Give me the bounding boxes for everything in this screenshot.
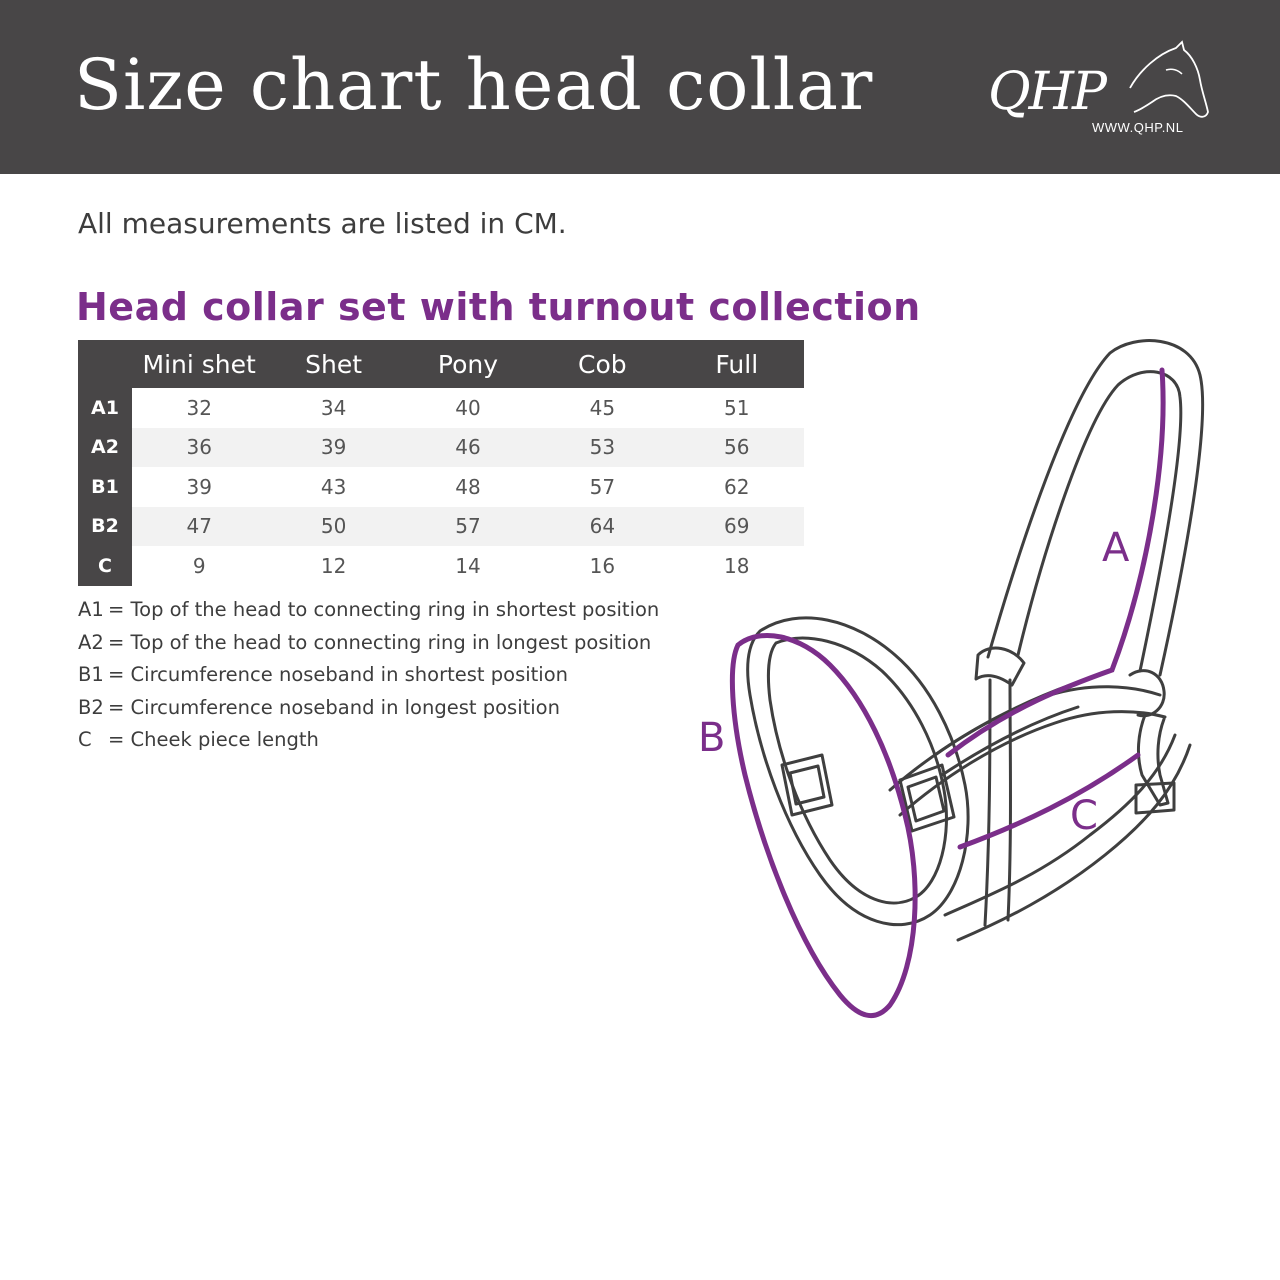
header-banner: Size chart head collar QHP WWW.QHP.NL (0, 0, 1280, 174)
table-cell: 16 (589, 553, 616, 578)
measurement-note: All measurements are listed in CM. (78, 207, 567, 240)
table-cell: 18 (724, 553, 750, 578)
table-row: B1 39 43 48 57 62 (78, 467, 804, 507)
row-label: C (78, 546, 132, 586)
table-cell: 64 (535, 506, 670, 546)
legend-item: A2= Top of the head to connecting ring i… (78, 627, 659, 660)
table-corner (78, 340, 132, 388)
legend-key: A1 (78, 598, 104, 621)
table-cell: 12 (320, 553, 347, 578)
legend-item: C = Cheek piece length (78, 724, 659, 757)
legend-text: = Top of the head to connecting ring in … (108, 598, 660, 621)
column-header: Cob (535, 340, 670, 388)
row-label: A1 (78, 388, 132, 428)
table-cell: 46 (400, 427, 536, 467)
table-cell: 40 (455, 395, 481, 420)
section-title: Head collar set with turnout collection (76, 285, 921, 329)
label-a: A (1102, 525, 1130, 571)
column-header: Full (669, 340, 804, 388)
table-cell: 36 (132, 427, 267, 467)
label-b: B (698, 715, 726, 761)
table-cell: 51 (724, 395, 750, 420)
legend-item: B1= Circumference noseband in shortest p… (78, 659, 659, 692)
horse-head-icon (1129, 40, 1209, 118)
row-label: A2 (78, 427, 132, 467)
page-title: Size chart head collar (74, 44, 874, 126)
measurement-legend: A1= Top of the head to connecting ring i… (78, 594, 659, 757)
label-c: C (1070, 793, 1098, 839)
legend-key: C (78, 728, 92, 751)
logo-url: WWW.QHP.NL (1092, 120, 1184, 135)
head-collar-illustration (729, 339, 1205, 1018)
table-cell: 57 (400, 506, 536, 546)
table-cell: 57 (589, 474, 616, 499)
table-cell: 48 (455, 474, 481, 499)
table-cell: 56 (669, 427, 804, 467)
table-cell: 43 (320, 474, 347, 499)
table-header-row: Mini shet Shet Pony Cob Full (78, 340, 804, 388)
column-header: Pony (400, 340, 536, 388)
table-cell: 69 (669, 506, 804, 546)
legend-text: = Circumference noseband in shortest pos… (108, 663, 568, 686)
table-row: A2 36 39 46 53 56 (78, 427, 804, 467)
legend-text: = Top of the head to connecting ring in … (108, 630, 652, 654)
table-row: C 9 12 14 16 18 (78, 546, 804, 586)
logo-wordmark: QHP (988, 62, 1107, 122)
table-row: B2 47 50 57 64 69 (78, 506, 804, 546)
legend-text: = Cheek piece length (108, 728, 319, 751)
row-label: B1 (78, 467, 132, 507)
column-header: Mini shet (132, 340, 267, 388)
legend-item: A1= Top of the head to connecting ring i… (78, 594, 659, 627)
table-cell: 50 (266, 506, 401, 546)
table-cell: 34 (320, 395, 347, 420)
legend-key: B1 (78, 663, 104, 686)
table-cell: 47 (132, 506, 267, 546)
legend-text: = Circumference noseband in longest posi… (108, 695, 560, 719)
size-table: Mini shet Shet Pony Cob Full A1 32 34 40… (78, 340, 804, 586)
row-label: B2 (78, 506, 132, 546)
legend-key: B2 (78, 695, 104, 719)
qhp-logo: QHP WWW.QHP.NL (980, 40, 1215, 142)
table-cell: 53 (535, 427, 670, 467)
table-cell: 9 (192, 553, 206, 578)
table-cell: 39 (186, 474, 212, 499)
column-header: Shet (266, 340, 401, 388)
head-collar-diagram: A B C (690, 335, 1230, 1035)
table-cell: 14 (455, 553, 481, 578)
table-cell: 45 (589, 395, 616, 420)
legend-key: A2 (78, 630, 104, 654)
table-cell: 62 (724, 474, 750, 499)
table-cell: 39 (266, 427, 401, 467)
table-row: A1 32 34 40 45 51 (78, 388, 804, 428)
legend-item: B2= Circumference noseband in longest po… (78, 692, 659, 725)
table-cell: 32 (186, 395, 212, 420)
